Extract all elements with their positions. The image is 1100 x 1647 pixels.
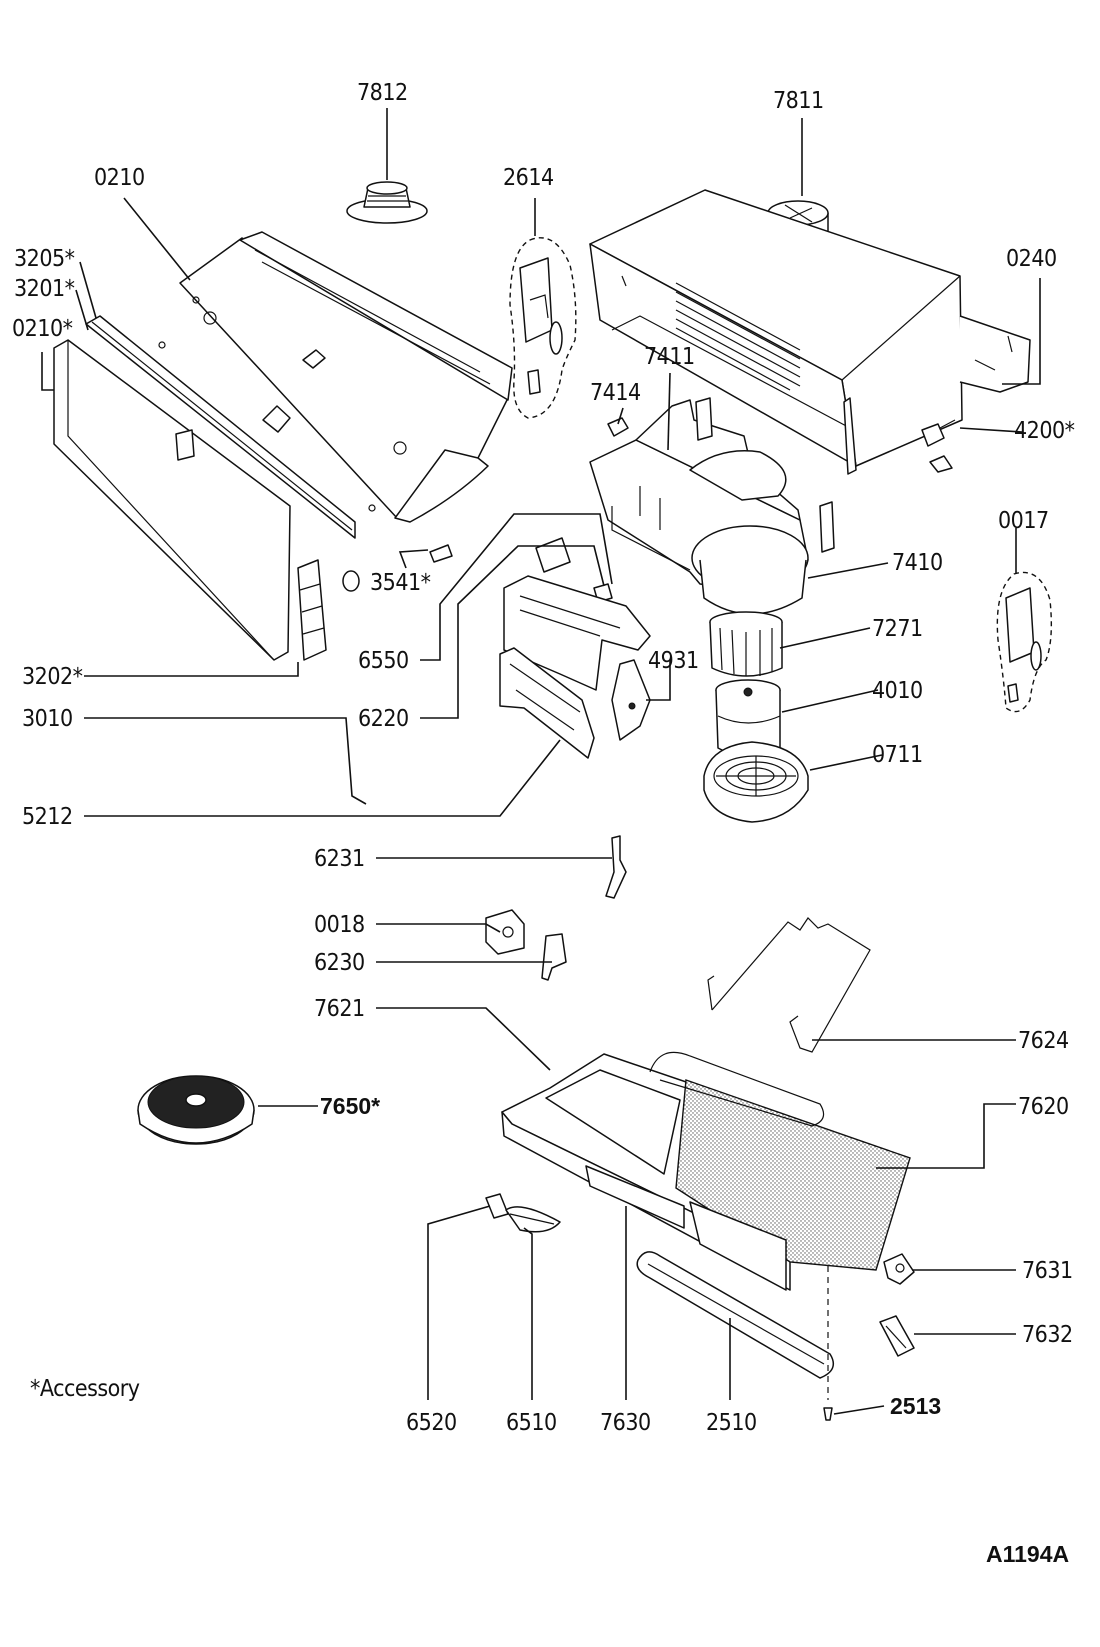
part-2510-lamp-cover xyxy=(636,1251,835,1379)
accessory-note: *Accessory xyxy=(30,1376,140,1402)
label-6510: 6510 xyxy=(506,1410,557,1436)
label-6230: 6230 xyxy=(314,950,365,976)
part-2513-screw xyxy=(823,1266,833,1421)
part-0240-hood-casing xyxy=(589,189,1031,467)
label-0711: 0711 xyxy=(872,742,923,768)
label-7630: 7630 xyxy=(600,1410,651,1436)
part-7620-filter-tray xyxy=(501,1051,911,1291)
label-7410: 7410 xyxy=(892,550,943,576)
part-7650-carbon-filter xyxy=(137,1075,255,1145)
label-7624: 7624 xyxy=(1018,1028,1069,1054)
part-7624-wire-clip xyxy=(707,917,871,1053)
part-6510-bulb xyxy=(505,1206,561,1233)
part-3541-knob xyxy=(342,544,453,592)
part-7271-fan-wheel xyxy=(709,611,783,677)
label-7621: 7621 xyxy=(314,996,365,1022)
part-6220-5212-control-housing xyxy=(499,575,651,759)
part-0711-grille xyxy=(703,741,809,823)
label-6231: 6231 xyxy=(314,846,365,872)
label-3201: 3201* xyxy=(14,276,75,302)
label-7650: 7650* xyxy=(320,1093,380,1119)
label-6520: 6520 xyxy=(406,1410,457,1436)
label-7812: 7812 xyxy=(357,80,408,106)
part-0017-lamp-holder xyxy=(996,571,1053,713)
part-6230-bracket xyxy=(541,933,567,981)
part-0210-control-bracket xyxy=(158,231,513,523)
part-7812-duct-collar xyxy=(346,181,428,224)
label-7271: 7271 xyxy=(872,616,923,642)
label-0017: 0017 xyxy=(998,508,1049,534)
part-6231-actuator xyxy=(605,835,627,899)
label-7411: 7411 xyxy=(644,344,695,370)
label-0210: 0210 xyxy=(94,165,145,191)
label-7631: 7631 xyxy=(1022,1258,1073,1284)
part-4010-motor xyxy=(715,679,781,757)
label-6220: 6220 xyxy=(358,706,409,732)
label-3205: 3205* xyxy=(14,246,75,272)
label-7632: 7632 xyxy=(1022,1322,1073,1348)
label-0240: 0240 xyxy=(1006,246,1057,272)
label-4931: 4931 xyxy=(648,648,699,674)
part-labels: 7812 7811 0210 2614 3205* 0240 3201* 021… xyxy=(12,80,1075,1567)
part-0210-front-fascia xyxy=(53,339,291,661)
label-5212: 5212 xyxy=(22,804,73,830)
label-2513: 2513 xyxy=(890,1393,941,1419)
label-7620: 7620 xyxy=(1018,1094,1069,1120)
part-3205-3201-trim-strip xyxy=(85,315,356,539)
label-3202: 3202* xyxy=(22,664,83,690)
part-7632-latch xyxy=(879,1315,915,1357)
label-4010: 4010 xyxy=(872,678,923,704)
label-7811: 7811 xyxy=(773,88,824,114)
label-3010: 3010 xyxy=(22,706,73,732)
part-4200-plug xyxy=(921,419,956,473)
label-4200: 4200* xyxy=(1014,418,1075,444)
label-6550: 6550 xyxy=(358,648,409,674)
label-2510: 2510 xyxy=(706,1410,757,1436)
part-2614-lamp-holder xyxy=(509,237,577,419)
label-2614: 2614 xyxy=(503,165,554,191)
label-7414: 7414 xyxy=(590,380,641,406)
part-7631-latch xyxy=(883,1253,915,1285)
part-3202-end-bracket xyxy=(297,559,327,661)
part-0018-bracket xyxy=(485,909,525,955)
leader-lines xyxy=(41,108,1041,1415)
label-0018: 0018 xyxy=(314,912,365,938)
label-3541: 3541* xyxy=(370,570,431,596)
diagram-id: A1194A xyxy=(986,1541,1069,1567)
label-0210-star: 0210* xyxy=(12,316,73,342)
part-7414-clip xyxy=(607,417,629,437)
